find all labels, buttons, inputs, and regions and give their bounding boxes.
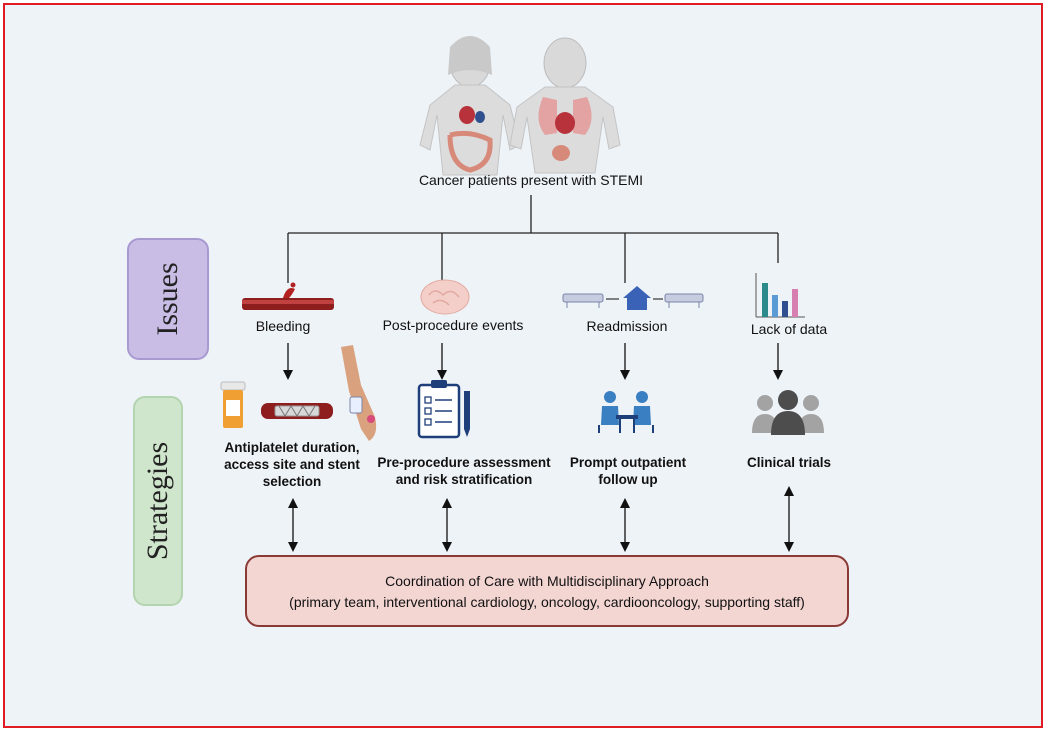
patient-caption: Cancer patients present with STEMI <box>418 172 644 188</box>
strategy-label-pre-procedure-line1: Pre-procedure assessment <box>377 455 551 470</box>
diagram-frame: Cancer patients present with STEMI Issue… <box>3 3 1043 728</box>
strategies-side-box <box>133 396 183 606</box>
strategy-label-outpatient: Prompt outpatient follow up <box>553 454 703 488</box>
group-people-icon <box>752 390 824 435</box>
issues-side-box <box>127 238 209 360</box>
brain-icon <box>420 279 470 315</box>
strategy-label-outpatient-line1: Prompt outpatient <box>569 455 687 470</box>
strategy-label-clinical-trials: Clinical trials <box>729 454 849 471</box>
coordination-title: Coordination of Care with Multidisciplin… <box>385 573 709 589</box>
hospital-readmission-icon <box>562 286 704 310</box>
strategy-label-clinical-trials-line1: Clinical trials <box>746 455 832 470</box>
strategy-label-pre-procedure-line2: and risk stratification <box>395 472 533 487</box>
bleeding-vessel-icon <box>242 282 334 310</box>
coordination-arrows <box>288 486 794 552</box>
issue-label-bleeding: Bleeding <box>255 318 311 334</box>
stent-icon <box>261 403 333 419</box>
male-patient-figure <box>509 37 621 174</box>
diagram-canvas <box>220 36 824 552</box>
strategies-side-label: Strategies <box>141 441 174 561</box>
coordination-subtitle: (primary team, interventional cardiology… <box>289 594 805 610</box>
female-patient-figure <box>419 36 521 176</box>
strategy-label-pre-procedure: Pre-procedure assessment and risk strati… <box>369 454 559 488</box>
issue-arrows <box>283 343 783 380</box>
strategy-label-antiplatelet-line1: Antiplatelet duration, <box>224 440 360 455</box>
tree-connectors <box>287 195 779 283</box>
coordination-box: Coordination of Care with Multidisciplin… <box>245 555 849 627</box>
strategy-label-antiplatelet: Antiplatelet duration, access site and s… <box>212 439 372 490</box>
strategy-label-antiplatelet-line3: selection <box>262 474 322 489</box>
issue-label-post-procedure: Post-procedure events <box>382 317 524 333</box>
pill-bottle-icon <box>220 381 246 428</box>
issue-label-readmission: Readmission <box>586 318 668 334</box>
issue-label-lack-of-data: Lack of data <box>750 321 828 337</box>
strategy-label-outpatient-line2: follow up <box>598 472 658 487</box>
strategy-label-antiplatelet-line2: access site and stent <box>224 457 360 472</box>
clipboard-checklist-icon <box>417 380 470 439</box>
bar-chart-icon <box>755 273 805 318</box>
issues-side-label: Issues <box>151 262 184 336</box>
arm-access-icon <box>341 345 377 441</box>
consultation-icon <box>598 391 654 433</box>
